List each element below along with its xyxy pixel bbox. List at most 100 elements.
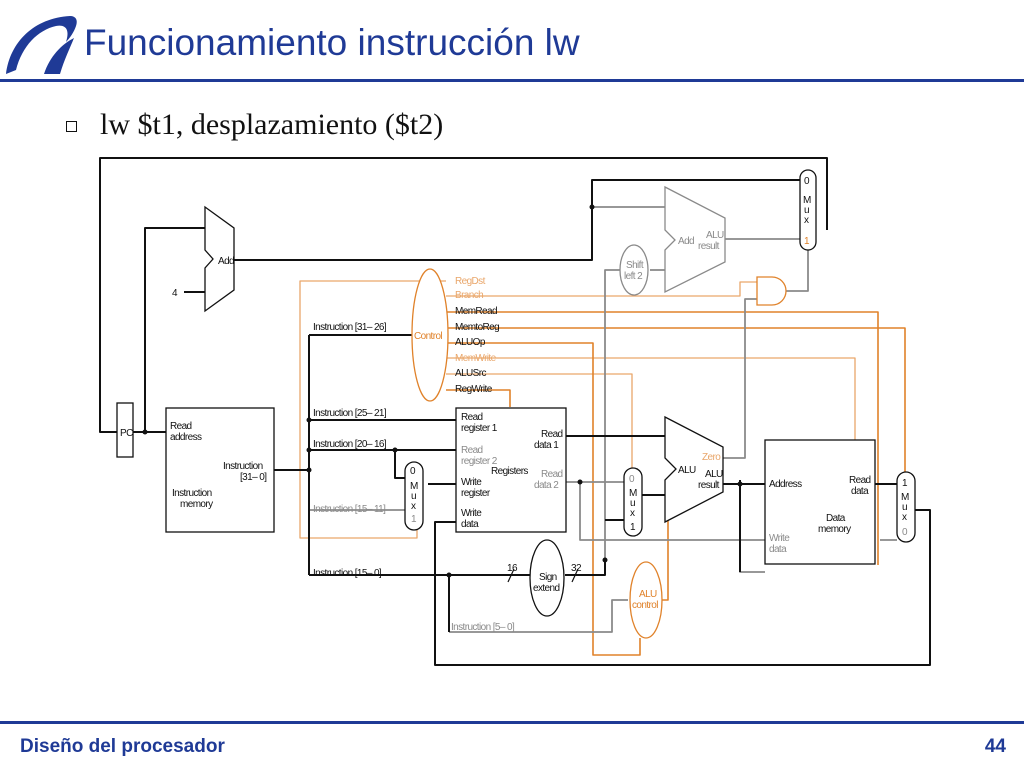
signal-alusrc: ALUSrc [455, 368, 486, 379]
im-instruction-2: [31– 0] [240, 472, 267, 483]
dm-name-1: Data [826, 513, 846, 524]
main-alu [664, 415, 724, 524]
rf-read-reg1-2: register 1 [461, 423, 498, 434]
signal-memwrite: MemWrite [455, 353, 497, 364]
alu-zero: Zero [702, 452, 721, 463]
mux-regdst-0: 0 [410, 466, 416, 477]
mux-alusrc-u: u [630, 498, 635, 509]
sign-extend [529, 539, 565, 617]
university-logo [6, 16, 77, 74]
dm-address: Address [769, 479, 802, 490]
mux-memtoreg-m: M [901, 492, 909, 503]
signal-regwrite: RegWrite [455, 384, 493, 395]
pc-source-mux [799, 169, 817, 251]
footer-divider [0, 721, 1024, 724]
footer-course: Diseño del procesador [20, 736, 225, 757]
mux-alusrc-1: 1 [630, 522, 636, 533]
field-5-0: Instruction [5– 0] [451, 622, 515, 633]
im-instruction-1: Instruction [223, 461, 263, 472]
shift-label-1: Shift [626, 260, 644, 271]
dm-read-data-1: Read [849, 475, 871, 486]
signal-branch: Branch [455, 290, 483, 301]
register-file [455, 407, 567, 533]
rf-write-data-2: data [461, 519, 479, 530]
rf-read-reg1-1: Read [461, 412, 483, 423]
mux-top-1: 1 [804, 236, 810, 247]
shift-label-2: left 2 [624, 271, 643, 282]
rf-write-reg-1: Write [461, 477, 482, 488]
rf-read-data2-2: data 2 [534, 480, 559, 491]
alu-control [629, 561, 663, 639]
dm-write-data-1: Write [769, 533, 790, 544]
memtoreg-mux [896, 471, 916, 543]
rf-name: Registers [491, 466, 528, 477]
title-divider [0, 79, 1024, 82]
im-name-1: Instruction [172, 488, 212, 499]
mux-memtoreg-x: x [902, 512, 907, 523]
program-counter [116, 402, 134, 458]
sign-extend-1: Sign [539, 572, 557, 583]
rf-read-reg2-2: register 2 [461, 456, 498, 467]
field-20-16: Instruction [20– 16] [313, 439, 387, 450]
rf-read-data1-2: data 1 [534, 440, 559, 451]
instruction-memory [165, 407, 275, 533]
mux-top-m: M [803, 195, 811, 206]
field-25-21: Instruction [25– 21] [313, 408, 387, 419]
alu-result-1: ALU [705, 469, 723, 480]
signal-memtoreg: MemtoReg [455, 322, 499, 333]
alu-control-1: ALU [639, 589, 657, 600]
sign-extend-2: extend [533, 583, 559, 594]
mux-memtoreg-u: u [902, 502, 907, 513]
alu-label: ALU [678, 465, 696, 476]
regdst-mux [404, 461, 424, 531]
field-31-26: Instruction [31– 26] [313, 322, 387, 333]
dm-write-data-2: data [769, 544, 787, 555]
mux-alusrc-m: M [629, 488, 637, 499]
control-unit [411, 268, 449, 402]
dm-read-data-2: data [851, 486, 869, 497]
bits-32: 32 [571, 563, 582, 574]
rf-write-reg-2: register [461, 488, 491, 499]
im-read-address-2: address [170, 432, 202, 443]
rf-read-data2-1: Read [541, 469, 563, 480]
signal-aluop: ALUOp [455, 337, 486, 348]
im-read-address-1: Read [170, 421, 192, 432]
mux-regdst-m: M [410, 481, 418, 492]
mux-memtoreg-0: 0 [902, 527, 908, 538]
alusrc-mux [623, 467, 643, 537]
branch-adder-result-2: result [698, 241, 720, 252]
mux-top-x: x [804, 215, 809, 226]
signal-regdst: RegDst [455, 276, 486, 287]
rf-read-reg2-1: Read [461, 445, 483, 456]
page-number: 44 [984, 736, 1006, 757]
pc-label: PC [120, 428, 133, 439]
mux-alusrc-0: 0 [629, 474, 635, 485]
alu-result-2: result [698, 480, 720, 491]
branch-adder-result-1: ALU [706, 230, 724, 241]
mux-top-0: 0 [804, 176, 810, 187]
rf-write-data-1: Write [461, 508, 482, 519]
branch-adder-label: Add [678, 236, 694, 247]
control-label: Control [414, 331, 442, 342]
bullet-marker [66, 121, 77, 132]
field-15-11: Instruction [15– 11] [313, 504, 386, 515]
mux-regdst-u: u [411, 491, 416, 502]
im-name-2: memory [180, 499, 213, 510]
branch-and-gate [756, 276, 787, 306]
signal-memread: MemRead [455, 306, 497, 317]
shift-left-2 [619, 244, 649, 296]
branch-adder [664, 185, 726, 294]
field-15-0: Instruction [15– 0] [313, 568, 382, 579]
alu-control-2: control [632, 600, 658, 611]
constant-four: 4 [172, 288, 178, 299]
slide-title: Funcionamiento instrucción lw [84, 22, 580, 63]
bits-16: 16 [507, 563, 518, 574]
dm-name-2: memory [818, 524, 851, 535]
mux-regdst-x: x [411, 501, 416, 512]
instruction-text: lw $t1, desplazamiento ($t2) [100, 108, 444, 141]
mux-memtoreg-1: 1 [902, 478, 908, 489]
mux-alusrc-x: x [630, 508, 635, 519]
mux-top-u: u [804, 205, 809, 216]
adder-label: Add [218, 256, 234, 267]
mux-regdst-1: 1 [411, 514, 417, 525]
